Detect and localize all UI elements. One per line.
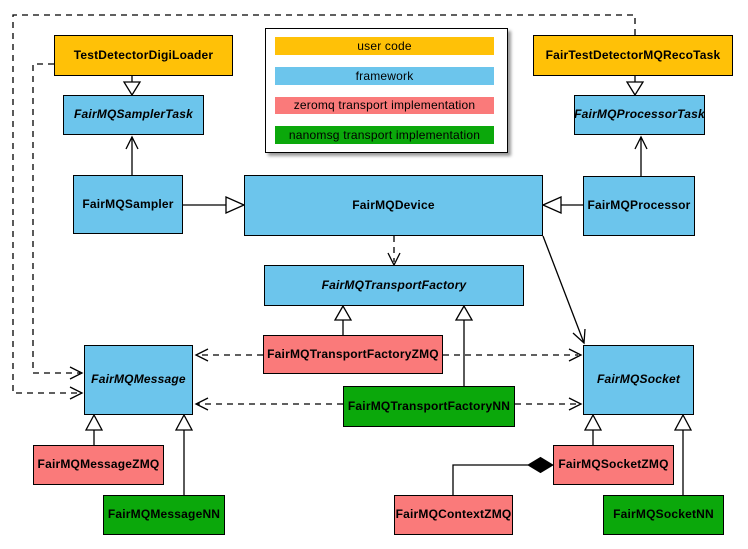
class-box-fairmqmessage: FairMQMessage [84,345,193,415]
class-label-fairtestdetectormqrecotask: FairTestDetectorMQRecoTask [545,47,721,62]
class-box-fairmqmessagezmq: FairMQMessageZMQ [33,445,164,485]
edge-dep-transportFactoryZMQ-socket [443,348,583,362]
class-label-fairmqcontextzmq: FairMQContextZMQ [395,507,512,522]
edge-inherit-digiLoader-samplerTask [122,76,142,97]
legend-item-zeromq-transport: zeromq transport implementation [275,96,494,115]
class-label-fairmqsocketzmq: FairMQSocketZMQ [558,457,669,472]
legend-label-nanomsg-transport: nanomsg transport implementation [288,128,481,143]
legend-label-zeromq-transport: zeromq transport implementation [293,98,476,113]
edge-inherit-socketNN-socket [673,413,693,495]
class-box-fairmqtransportfactorynn: FairMQTransportFactoryNN [343,386,515,427]
edge-inherit-socketZMQ-socket [583,413,603,445]
class-box-fairmqsocketzmq: FairMQSocketZMQ [553,445,674,485]
class-label-fairmqsocket: FairMQSocket [596,372,681,387]
class-label-fairmqtransportfactorynn: FairMQTransportFactoryNN [347,398,511,413]
class-label-testdetectordigiloader: TestDetectorDigiLoader [73,47,214,62]
edge-inherit-processor-device [541,195,583,215]
class-box-fairmqsocket: FairMQSocket [583,345,694,415]
legend-item-framework: framework [275,66,494,85]
legend-label-user-code: user code [357,38,412,53]
edge-assoc-sampler-samplerTask [125,135,139,175]
class-box-fairmqprocessor: FairMQProcessor [583,176,695,236]
edge-assoc-device-socket [542,235,586,345]
class-box-testdetectordigiloader: TestDetectorDigiLoader [54,35,233,76]
edge-inherit-messageNN-message [174,413,194,495]
edge-inherit-recoTask-processorTask [625,76,645,97]
class-label-fairmqdevice: FairMQDevice [352,197,435,212]
edge-dep-digiLoader-message [32,63,84,380]
legend-item-nanomsg-transport: nanomsg transport implementation [275,126,494,144]
edge-dep-transportFactoryNN-message [194,397,343,411]
edge-comp-socketZMQ-contextZMQ [452,456,554,495]
class-box-fairmqsocketnn: FairMQSocketNN [603,495,724,535]
class-label-fairmqprocessor: FairMQProcessor [587,198,691,213]
class-box-fairmqprocessortask: FairMQProcessorTask [574,95,705,135]
class-box-fairmqdevice: FairMQDevice [244,175,543,236]
class-label-fairmqsamplertask: FairMQSamplerTask [74,107,193,122]
edge-dep-transportFactoryZMQ-message [194,348,263,362]
edge-dep-transportFactoryNN-socket [515,397,583,411]
edge-dep-device-transportFactory [387,236,401,267]
edge-inherit-messageZMQ-message [84,413,104,445]
edge-assoc-processor-processorTask [634,135,648,176]
edge-dep-recoTask-message [12,14,636,400]
edge-inherit-transportFactoryNN-transportFactory [454,304,474,386]
edge-inherit-transportFactoryZMQ-transportFactory [333,304,353,335]
legend-item-user-code: user code [275,37,494,55]
class-label-fairmqmessagenn: FairMQMessageNN [107,507,221,522]
legend-label-framework: framework [355,68,414,83]
class-label-fairmqsocketnn: FairMQSocketNN [613,507,714,522]
class-label-fairmqsampler: FairMQSampler [82,196,174,211]
class-label-fairmqmessagezmq: FairMQMessageZMQ [37,457,160,472]
class-box-fairtestdetectormqrecotask: FairTestDetectorMQRecoTask [533,35,733,76]
class-box-fairmqcontextzmq: FairMQContextZMQ [394,495,513,535]
class-label-fairmqprocessortask: FairMQProcessorTask [574,107,705,122]
class-box-fairmqtransportfactoryzmq: FairMQTransportFactoryZMQ [263,335,443,374]
class-box-fairmqsampler: FairMQSampler [73,175,183,234]
class-box-fairmqsamplertask: FairMQSamplerTask [63,95,204,135]
class-label-fairmqtransportfactoryzmq: FairMQTransportFactoryZMQ [267,346,439,361]
legend: user code framework zeromq transport imp… [265,28,508,153]
class-label-fairmqtransportfactory: FairMQTransportFactory [321,277,467,292]
class-label-fairmqmessage: FairMQMessage [91,372,186,387]
class-box-fairmqmessagenn: FairMQMessageNN [103,495,225,535]
edge-inherit-sampler-device [183,195,246,215]
class-box-fairmqtransportfactory: FairMQTransportFactory [264,265,524,306]
